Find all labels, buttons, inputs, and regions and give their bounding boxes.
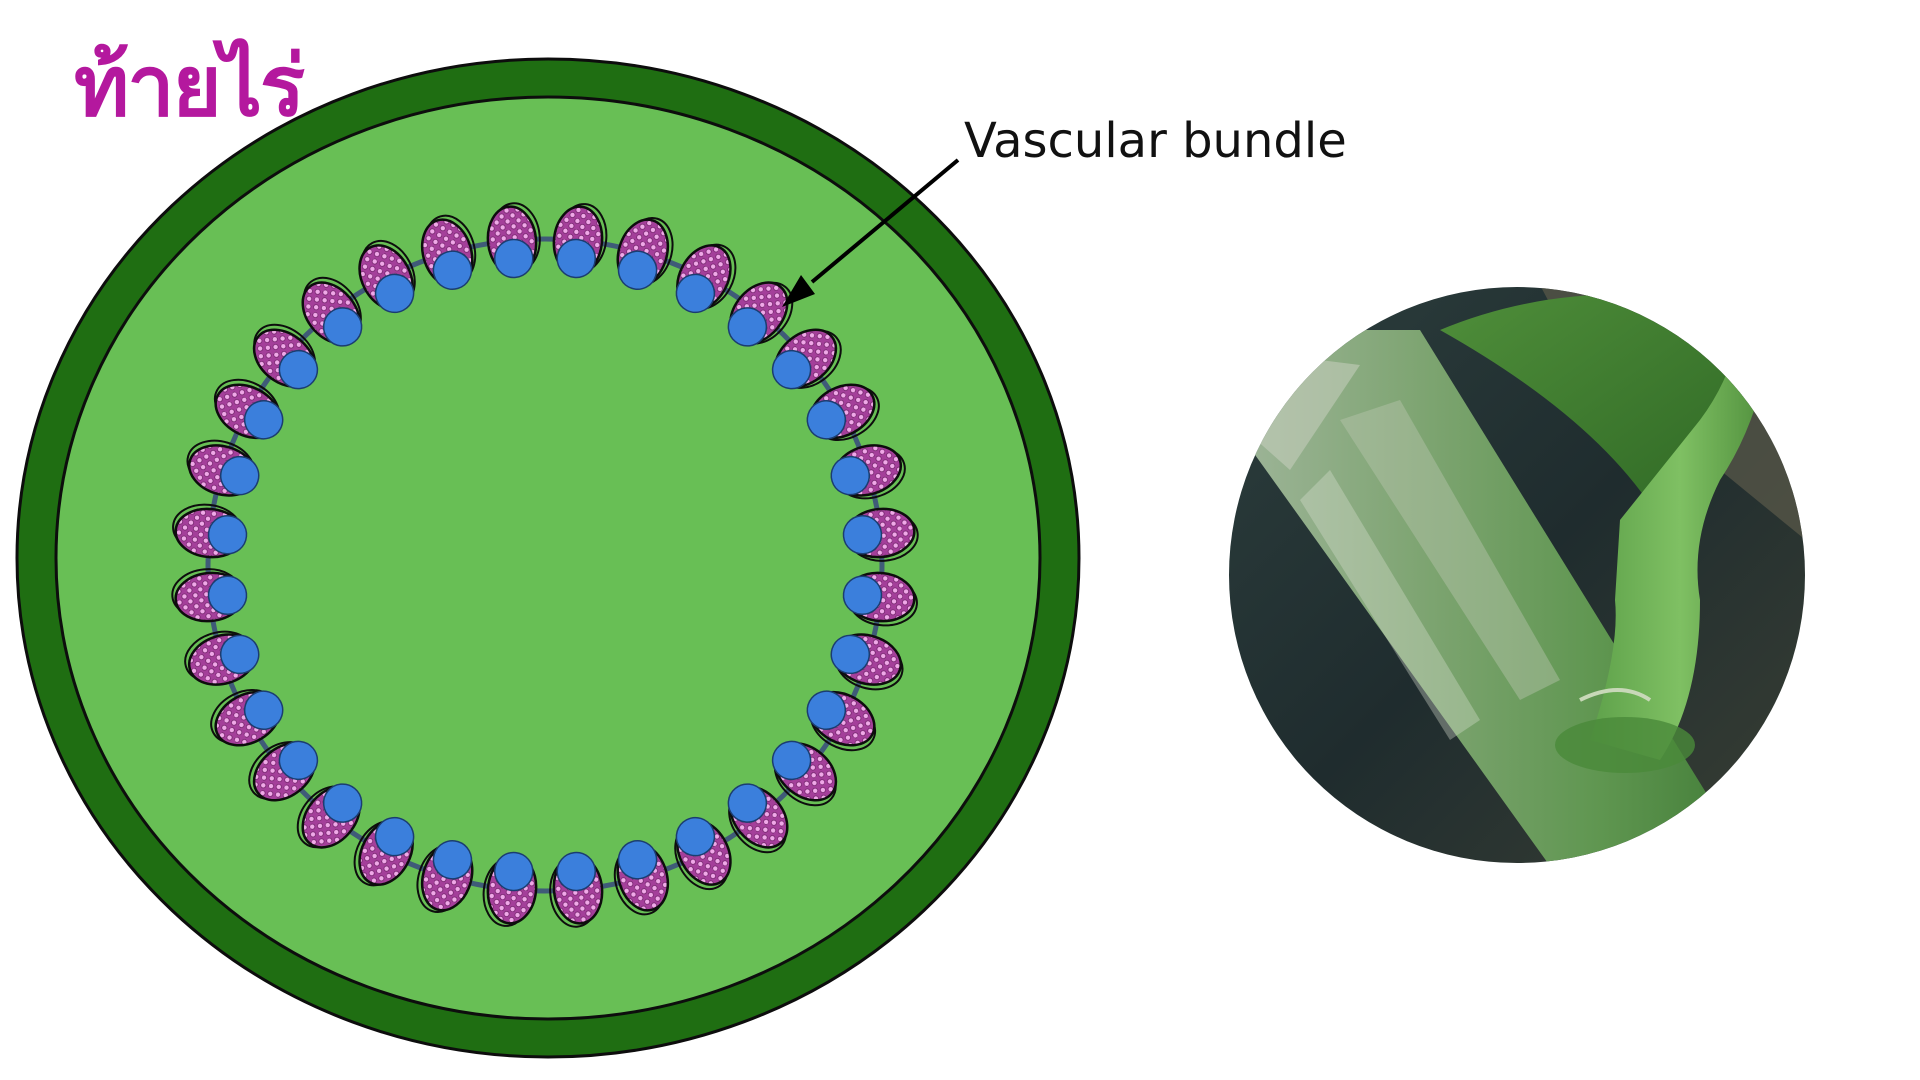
vascular-bundle [727,281,794,347]
xylem [243,400,284,440]
vascular-bundle [806,383,880,441]
cortex-ground-tissue [54,95,1042,1021]
xylem [727,783,768,823]
vascular-bundle [248,740,319,802]
xylem [556,238,596,279]
xylem [771,740,812,781]
vascular-bundle [675,243,737,314]
xylem [219,455,260,496]
xylem [556,851,596,892]
xylem [322,307,363,347]
vascular-bundle [213,378,284,440]
xylem [278,349,319,390]
vascular-bundle [301,276,363,347]
vascular-bundle [184,630,260,686]
vascular-bundle [842,507,919,562]
vascular-bundle [830,444,906,500]
vascular-bundle-label: Vascular bundle [964,113,1347,169]
vascular-bundle [172,503,248,559]
vascular-bundle [186,439,260,497]
vascular-bundle [674,816,732,891]
xylem [278,740,319,781]
xylem [494,851,534,892]
xylem [374,273,415,314]
xylem [771,349,812,390]
xylem [830,455,871,496]
xylem [830,634,871,675]
vascular-bundle [613,840,670,916]
xylem [494,238,534,279]
vascular-bundles [171,202,919,928]
vascular-bundle [549,851,604,928]
xylem [322,783,363,823]
xylem [842,575,883,615]
vascular-bundle [358,239,416,314]
xylem [617,250,658,290]
xylem [617,840,658,880]
vascular-bundle [771,328,842,390]
xylem [374,816,415,857]
vascular-bundle [727,783,789,854]
vascular-bundle [482,851,538,927]
callout-arrow [782,158,960,307]
vascular-bundle [353,816,415,887]
xylem [432,840,473,880]
vascular-bundle [552,203,608,279]
vascular-bundle [296,783,363,849]
vascular-bundle [252,323,319,390]
xylem [207,575,248,615]
cambium-ring [205,236,885,894]
vascular-bundle [771,740,838,807]
xylem [842,515,883,555]
vascular-bundle [171,568,248,623]
xylem [727,307,768,347]
xylem [806,690,847,730]
xylem [207,515,248,555]
vascular-bundle [210,689,284,747]
xylem [675,273,716,314]
stem-cross-section [15,57,1081,1059]
vascular-bundle [616,217,674,290]
vascular-bundle [420,214,477,290]
vascular-bundle [830,633,904,691]
brand-logo: ท้ายไร่ [74,37,305,135]
xylem [675,816,716,857]
vascular-bundle [486,202,541,279]
xylem [432,250,473,290]
vascular-bundle [806,690,877,752]
xylem [806,400,847,440]
stem-photo-inset [1229,287,1805,863]
vascular-bundle [842,571,918,627]
xylem [219,634,260,675]
xylem [243,690,284,730]
vascular-bundle [416,840,474,913]
